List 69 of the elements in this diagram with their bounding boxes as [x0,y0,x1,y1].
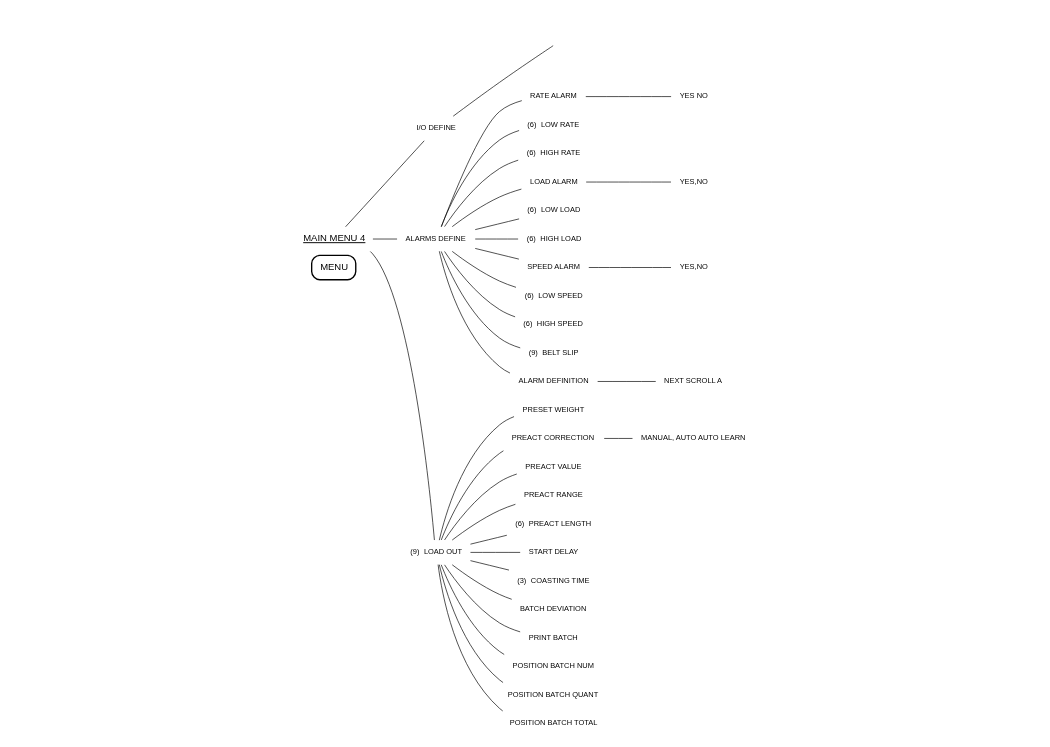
node-text: POSITION BATCH QUANT [507,689,599,699]
connector [440,564,505,655]
node-text: LOW SPEED [538,290,583,300]
node-text: YES,NO [679,176,708,186]
node-label: (6) [524,290,534,300]
connector [439,250,511,374]
node-text: BATCH DEVIATION [519,604,587,614]
connector [444,473,518,541]
connector [451,188,522,227]
connector [345,140,425,228]
connector [444,251,516,318]
connector [444,159,519,227]
node-text: I/O DEFINE [416,123,456,133]
connector [451,503,516,541]
node-text: PREACT VALUE [525,461,582,471]
node-text: YES,NO [679,262,708,272]
connector [470,534,508,545]
node-text: MAIN MENU 4 [303,232,366,244]
node-label: (9) [528,347,538,357]
node-label: (6) [523,319,533,329]
node-text: YES NO [679,91,708,101]
connector [437,564,504,712]
node-text: LOW RATE [540,119,580,129]
node-text: LOAD OUT [423,547,463,557]
connector [444,564,521,633]
node-text: POSITION BATCH NUM [512,661,594,671]
connector [474,218,520,230]
node-text: NEXT SCROLL A [664,376,723,386]
node-label: (6) [515,518,525,528]
node-text: COASTING TIME [530,575,590,585]
node-text: RATE ALARM [530,91,577,101]
node-text: PRESET WEIGHT [522,404,585,414]
connector [439,416,515,541]
connector [588,267,672,268]
connector [474,248,520,260]
node-label: (6) [526,233,536,243]
node-label: (6) [527,119,537,129]
connector [451,251,517,288]
connector [451,564,513,600]
node-text: ALARMS DEFINE [405,233,466,243]
connector [439,564,504,683]
node-text: START DELAY [528,547,579,557]
node-label: (6) [526,148,536,158]
connector [370,251,435,541]
node-label: (9) [410,547,420,557]
connector [452,45,554,117]
node-text: PREACT LENGTH [528,518,592,528]
node-text: POSITION BATCH TOTAL [509,718,598,728]
connector [440,450,504,541]
node-text: ALARM DEFINITION [518,376,589,386]
node-text: HIGH SPEED [536,319,583,329]
node-text: HIGH RATE [540,148,581,158]
node-label: (6) [527,205,537,215]
node-text: PREACT RANGE [523,490,583,500]
node-label: (3) [517,575,527,585]
node-text: MANUAL, AUTO AUTO LEARN [640,433,746,443]
node-text: PRINT BATCH [528,632,578,642]
connector [440,251,521,349]
connector [441,100,523,228]
connector [470,560,510,571]
node-box: MENU [311,254,357,281]
connector [597,381,657,382]
connector [440,130,520,227]
node-text: SPEED ALARM [527,262,580,272]
node-text: PREACT CORRECTION [511,433,595,443]
node-text: BELT SLIP [542,347,579,357]
node-text: HIGH LOAD [540,233,582,243]
node-text: LOW LOAD [540,205,581,215]
node-text: LOAD ALARM [530,176,578,186]
